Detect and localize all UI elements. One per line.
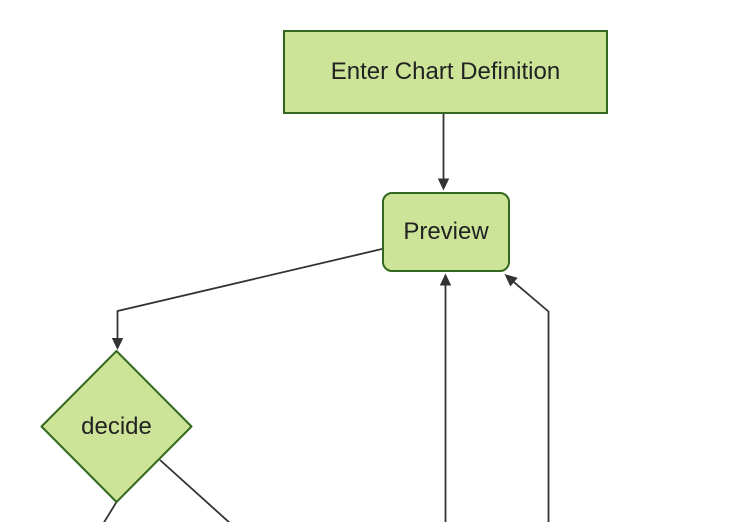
node-enter-chart-definition: Enter Chart Definition (283, 30, 608, 114)
node-preview-label: Preview (403, 217, 489, 245)
node-decide-shape (40, 350, 193, 503)
edge-decide-to-offscreen-left (103, 501, 118, 522)
node-preview: Preview (382, 192, 510, 272)
arrowhead-enter-to-preview (437, 178, 450, 191)
arrowhead-offscreen-to-preview-vertical (439, 273, 452, 286)
edge-preview-to-decide (116, 248, 383, 339)
edge-offscreen-to-preview-bent (513, 281, 550, 522)
node-decide-label: decide (81, 413, 152, 440)
arrowhead-preview-to-decide (111, 338, 124, 350)
edge-decide-to-offscreen-right (159, 459, 231, 522)
node-enter-chart-definition-label: Enter Chart Definition (330, 57, 561, 85)
arrowhead-offscreen-to-preview-bent (504, 274, 518, 287)
